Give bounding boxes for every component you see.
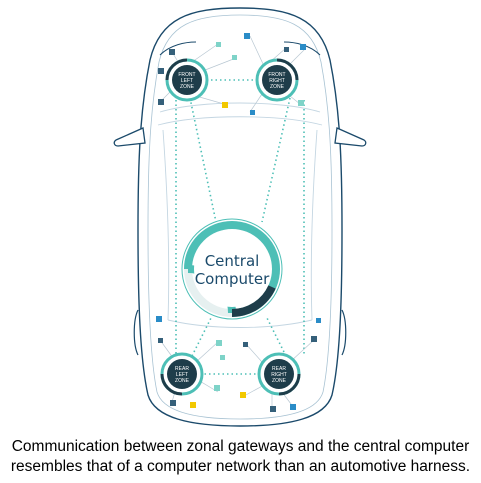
sensor-node [220,355,225,360]
figure-caption: Communication between zonal gateways and… [0,437,481,477]
sensor-node [170,400,176,406]
sensor-nodes [156,33,321,412]
zone-rear-right: REAR RIGHT ZONE [257,352,301,396]
central-label-line1: Central [205,252,260,270]
right-mirror [334,127,367,147]
central-label-line2: Computer [195,270,270,288]
sensor-node [214,385,220,391]
car-outline [133,7,347,427]
sensor-node [300,44,306,50]
sensor-node [190,402,196,408]
sensor-node [158,338,163,343]
zone-label: ZONE [175,378,190,384]
zone-label: RIGHT [271,372,287,378]
sensor-node [216,340,222,346]
sensor-node [290,404,296,410]
sensor-node [156,316,162,322]
sensor-node [222,102,228,108]
sensor-node [244,33,250,39]
zone-label: FRONT [268,72,285,78]
caption-line-2: resembles that of a computer network tha… [10,458,471,475]
sensor-node [216,42,221,47]
central-computer: Central Computer [181,218,283,320]
zone-label: LEFT [176,372,188,378]
zone-rear-left: REAR LEFT ZONE [160,352,204,396]
sensor-node [270,406,276,412]
sensor-node [243,342,248,347]
sensor-node [284,47,289,52]
left-mirror [113,127,146,147]
zone-label: RIGHT [269,78,285,84]
sensor-node [169,49,175,55]
zone-label: REAR [175,366,189,372]
zone-label: ZONE [270,84,285,90]
sensor-node [240,392,246,398]
zone-label: ZONE [180,84,195,90]
zone-front-right: FRONT RIGHT ZONE [255,58,299,102]
zone-label: LEFT [181,78,193,84]
sensor-node [311,336,317,342]
sensor-node [232,55,237,60]
sensor-node [158,68,164,74]
network-links [175,79,305,375]
zone-label: REAR [272,366,286,372]
zonal-architecture-diagram: Central Computer FRONT LEFT ZONE FRONT R… [113,7,367,427]
zone-label: FRONT [178,72,195,78]
zone-front-left: FRONT LEFT ZONE [165,58,209,102]
sensor-node [298,100,304,106]
caption-line-1: Communication between zonal gateways and… [11,438,470,455]
sensor-node [316,318,321,323]
sensor-node [158,99,164,105]
sensor-node [250,110,255,115]
zone-label: ZONE [272,378,287,384]
